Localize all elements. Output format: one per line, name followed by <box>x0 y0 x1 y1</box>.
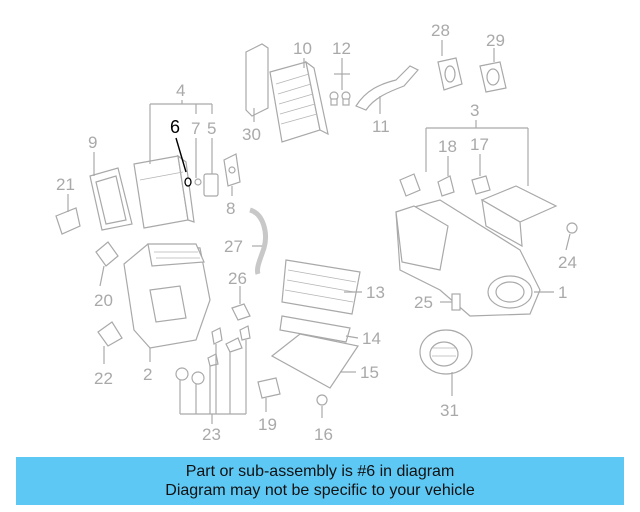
part-26-drawing <box>231 303 251 321</box>
part-18-drawing <box>437 175 455 197</box>
banner-line-2: Diagram may not be specific to your vehi… <box>165 482 475 499</box>
part-14-drawing <box>279 315 351 343</box>
part-24-drawing <box>566 222 578 234</box>
part-11-drawing <box>355 65 419 111</box>
part-17-drawing <box>471 175 491 195</box>
part-10-drawing <box>269 60 329 143</box>
callout-5: 5 <box>207 119 216 138</box>
part-12-drawing <box>329 91 351 106</box>
callout-13: 13 <box>366 283 385 302</box>
callout-21: 21 <box>56 175 75 194</box>
part-29-drawing <box>479 61 507 93</box>
callout-4: 4 <box>176 81 185 100</box>
part-5-drawing <box>203 173 219 197</box>
part-21-drawing <box>55 207 81 235</box>
callout-30: 30 <box>242 125 261 144</box>
callout-24: 24 <box>558 253 577 272</box>
info-banner: Part or sub-assembly is #6 in diagram Di… <box>16 457 624 505</box>
part-28-drawing <box>437 57 463 91</box>
callout-31: 31 <box>440 401 459 420</box>
part-9-drawing <box>89 167 133 231</box>
part-4-drawing <box>133 154 195 229</box>
callout-11: 11 <box>372 117 390 136</box>
callout-28: 28 <box>431 21 450 40</box>
callout-22: 22 <box>94 369 113 388</box>
part-31-drawing <box>419 329 473 375</box>
callout-15: 15 <box>360 363 379 382</box>
callout-1: 1 <box>558 283 567 302</box>
part-3-drawing <box>399 173 558 248</box>
callout-18: 18 <box>438 137 457 156</box>
callout-9: 9 <box>88 133 97 152</box>
part-22-drawing <box>97 321 123 347</box>
part-7-drawing <box>194 178 202 186</box>
part-19-drawing <box>257 377 281 399</box>
callout-8: 8 <box>226 199 235 218</box>
part-23-drawing <box>175 325 251 385</box>
callout-6: 6 <box>170 117 180 137</box>
part-25-drawing <box>451 293 461 311</box>
part-13-drawing <box>281 259 361 315</box>
callout-16: 16 <box>314 425 333 444</box>
part-8-drawing <box>223 153 241 187</box>
callout-14: 14 <box>362 329 381 348</box>
part-30-drawing <box>245 43 269 117</box>
callout-17: 17 <box>470 135 489 154</box>
part-1-drawing <box>395 199 541 317</box>
callout-2: 2 <box>143 365 152 384</box>
banner-line-1: Part or sub-assembly is #6 in diagram <box>185 463 455 480</box>
part-20-drawing <box>95 241 119 267</box>
part-15-drawing <box>270 333 359 389</box>
part-16-drawing <box>316 394 328 406</box>
leader-lines <box>67 40 571 424</box>
part-27-drawing <box>248 207 268 275</box>
callout-10: 10 <box>293 39 312 58</box>
callout-7: 7 <box>191 119 200 138</box>
callout-26: 26 <box>228 269 247 288</box>
leader-line-6 <box>175 137 187 173</box>
callout-27: 27 <box>224 237 243 256</box>
callout-3: 3 <box>470 101 479 120</box>
parts-diagram: 10 12 28 29 11 30 4 6 7 5 9 8 21 3 18 17… <box>55 21 578 444</box>
callout-23: 23 <box>202 425 221 444</box>
callout-12: 12 <box>332 39 351 58</box>
callout-19: 19 <box>258 415 277 434</box>
callout-25: 25 <box>414 293 433 312</box>
part-2-drawing <box>123 243 211 349</box>
callout-29: 29 <box>486 31 505 50</box>
part-6-drawing <box>184 177 192 187</box>
callout-numbers: 10 12 28 29 11 30 4 6 7 5 9 8 21 3 18 17… <box>56 21 577 444</box>
callout-20: 20 <box>94 291 113 310</box>
